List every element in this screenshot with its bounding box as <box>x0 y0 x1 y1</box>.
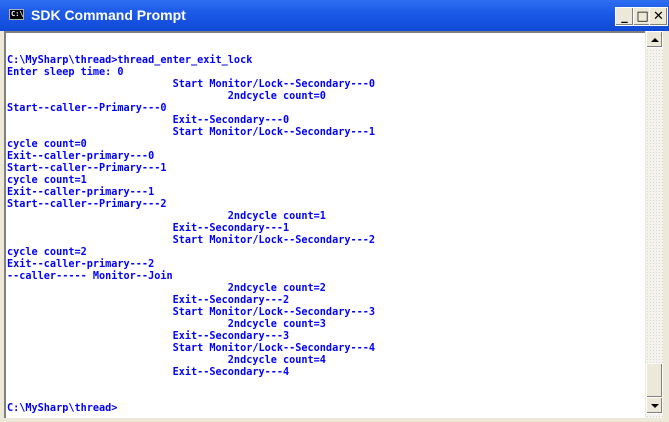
console-line: C:\MySharp\thread>thread_enter_exit_lock <box>7 55 253 66</box>
scroll-up-button[interactable] <box>646 31 663 48</box>
vertical-scrollbar[interactable] <box>646 31 663 418</box>
console-line: 2ndcycle count=4 <box>7 355 326 366</box>
console-line: Exit--Secondary---2 <box>7 295 290 306</box>
scrollbar-thumb[interactable] <box>646 363 663 398</box>
console-line: 2ndcycle count=3 <box>7 319 326 330</box>
console-line: C:\MySharp\thread> <box>7 403 118 414</box>
console-line <box>7 391 375 403</box>
console-area[interactable]: C:\MySharp\thread>thread_enter_exit_lock… <box>4 31 645 418</box>
console-line <box>7 379 375 391</box>
console-line: cycle count=2 <box>7 247 87 258</box>
console-line: Start Monitor/Lock--Secondary---1 <box>7 127 376 138</box>
console-line: Exit--Secondary---3 <box>7 331 290 342</box>
console-line: Exit--caller-primary---0 <box>7 151 155 162</box>
console-line: Start--caller--Primary---1 <box>7 163 167 174</box>
minimize-button[interactable]: _ <box>615 7 634 26</box>
console-line: Start Monitor/Lock--Secondary---3 <box>7 307 376 318</box>
scroll-down-button[interactable] <box>646 397 663 414</box>
console-line: Enter sleep time: 0 <box>7 67 124 78</box>
console-line: Start--caller--Primary---0 <box>7 103 167 114</box>
close-button[interactable]: ✕ <box>649 7 668 26</box>
console-line: Exit--Secondary---0 <box>7 115 290 126</box>
console-line: Exit--caller-primary---1 <box>7 187 155 198</box>
console-line: cycle count=1 <box>7 175 87 186</box>
console-line: Start--caller--Primary---2 <box>7 199 167 210</box>
console-line: Exit--caller-primary---2 <box>7 259 155 270</box>
arrow-down-icon <box>651 404 659 408</box>
console-line: 2ndcycle count=2 <box>7 283 326 294</box>
console-line: Exit--Secondary---4 <box>7 367 290 378</box>
arrow-up-icon <box>651 38 659 42</box>
console-icon[interactable]: C:\ <box>9 9 24 20</box>
title-bar[interactable]: C:\ SDK Command Prompt _ □ ✕ <box>0 0 669 31</box>
window-title: SDK Command Prompt <box>31 7 186 23</box>
console-line: 2ndcycle count=1 <box>7 211 326 222</box>
console-line: Start Monitor/Lock--Secondary---4 <box>7 343 376 354</box>
console-line: Start Monitor/Lock--Secondary---2 <box>7 235 376 246</box>
console-line: Start Monitor/Lock--Secondary---0 <box>7 79 376 90</box>
console-line: 2ndcycle count=0 <box>7 91 326 102</box>
console-line: --caller----- Monitor--Join <box>7 271 173 282</box>
console-output: C:\MySharp\thread>thread_enter_exit_lock… <box>7 55 375 415</box>
console-line: Exit--Secondary---1 <box>7 223 290 234</box>
console-line: cycle count=0 <box>7 139 87 150</box>
